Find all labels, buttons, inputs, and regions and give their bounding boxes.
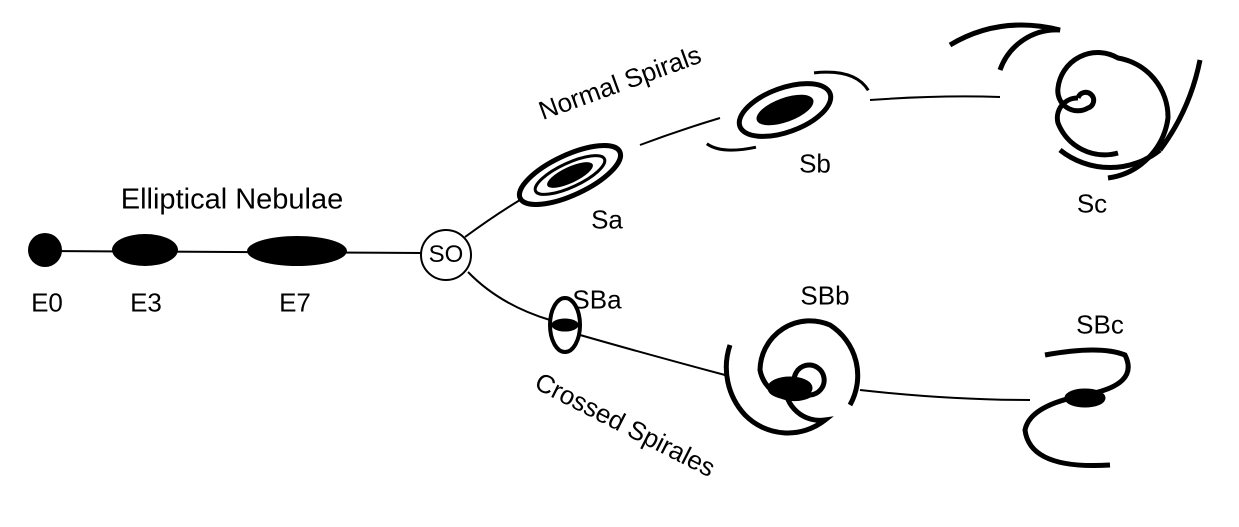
normal-spiral-line xyxy=(464,95,1001,238)
barred-spiral-line xyxy=(467,271,1031,401)
elliptical-nebulae-title: Elliptical Nebulae xyxy=(120,183,344,216)
galaxy-e7 xyxy=(247,236,347,266)
galaxy-e3 xyxy=(112,234,178,266)
sa-label: Sa xyxy=(591,204,623,235)
sc-label: Sc xyxy=(1076,188,1108,219)
sbc-label: SBc xyxy=(1076,309,1124,340)
sbb-label: SBb xyxy=(800,280,850,311)
galaxy-so xyxy=(420,229,472,281)
galaxy-sbb xyxy=(723,318,861,436)
galaxy-sba xyxy=(548,296,582,354)
sb-label: Sb xyxy=(799,148,831,179)
galaxy-sb xyxy=(705,70,870,152)
sba-label: SBa xyxy=(572,284,622,315)
so-label: SO xyxy=(428,241,464,268)
elliptical-sequence-line xyxy=(44,250,423,254)
galaxy-sc xyxy=(948,22,1203,181)
galaxy-e0 xyxy=(28,233,62,267)
e7-label: E7 xyxy=(279,287,311,318)
e3-label: E3 xyxy=(130,287,162,318)
galaxy-sbc xyxy=(1022,347,1131,469)
e0-label: E0 xyxy=(31,287,63,318)
